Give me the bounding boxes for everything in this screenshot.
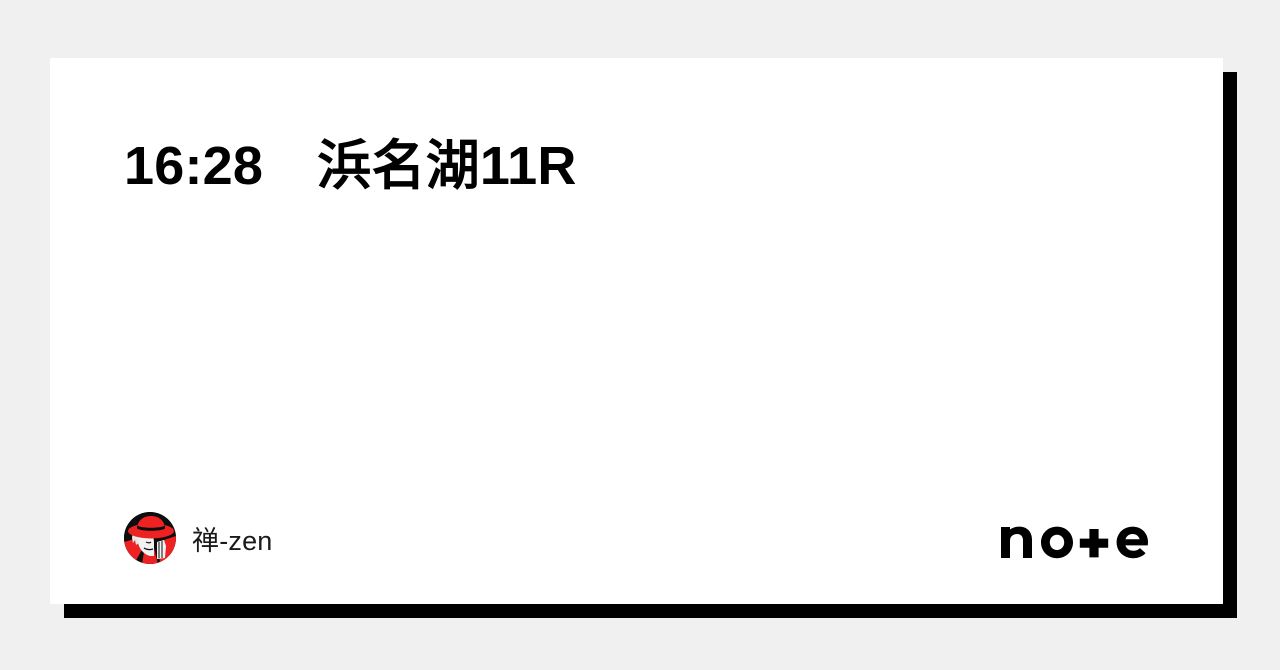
author-block[interactable]: 禅-zen [124,512,273,564]
page-title: 16:28 浜名湖11R [124,136,577,196]
card-footer: 禅-zen [124,510,1161,566]
article-card: 16:28 浜名湖11R [50,58,1223,604]
avatar [124,512,176,564]
author-name: 禅-zen [192,525,273,556]
note-logo[interactable] [1001,517,1161,559]
